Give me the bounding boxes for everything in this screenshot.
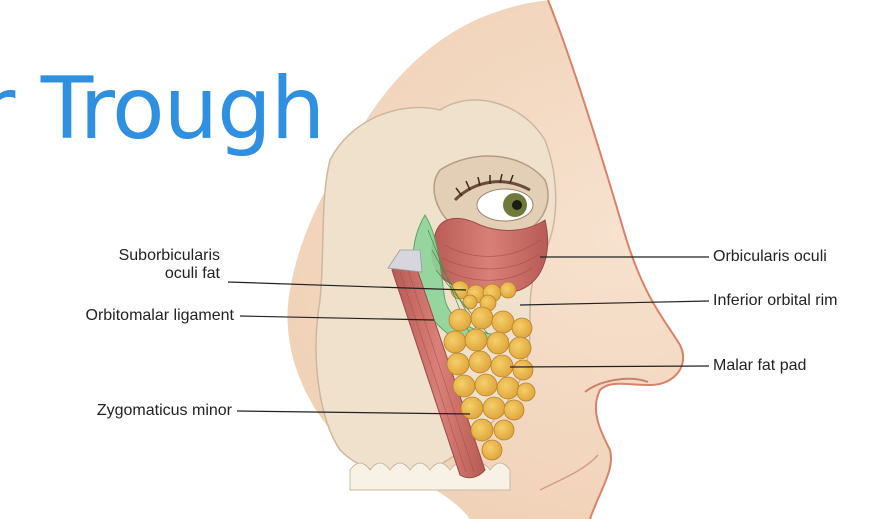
label-orbitomalar: Orbitomalar ligament bbox=[0, 307, 234, 325]
label-zygomaticus: Zygomaticus minor bbox=[0, 402, 232, 420]
label-suborbicularis-line1: Suborbicularis bbox=[60, 247, 220, 265]
label-orbicularis: Orbicularis oculi bbox=[713, 248, 827, 266]
pupil bbox=[512, 200, 522, 210]
label-inferior-rim: Inferior orbital rim bbox=[713, 292, 837, 310]
label-suborbicularis: Suborbicularis oculi fat bbox=[60, 247, 220, 283]
label-suborbicularis-line2: oculi fat bbox=[60, 265, 220, 283]
label-malar: Malar fat pad bbox=[713, 357, 806, 375]
page-title: r Trough bbox=[0, 66, 324, 152]
